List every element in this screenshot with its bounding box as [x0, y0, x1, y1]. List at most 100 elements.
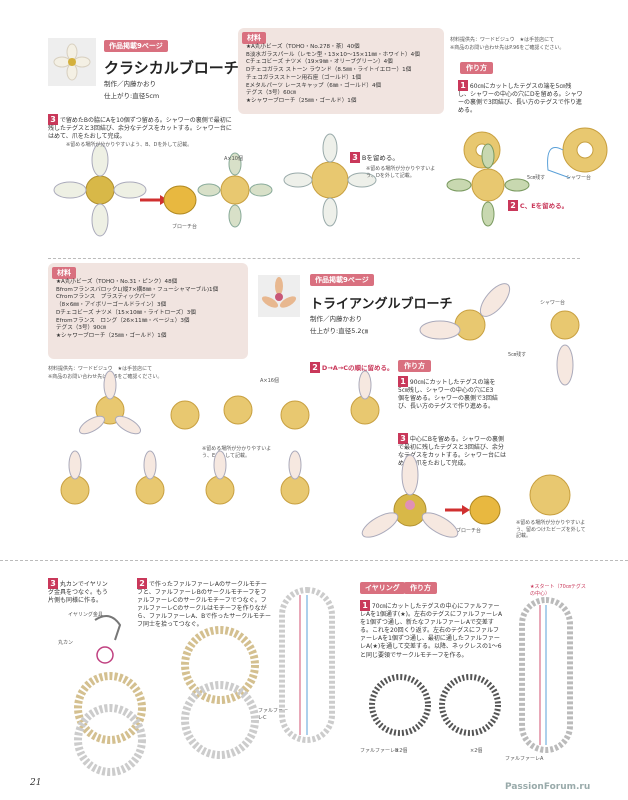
triangle-step-2-text: D→A→Cの順に留める。 — [321, 364, 394, 372]
triangle-step-1: 1 90㎝にカットしたテグスの端を5㎝残し、シャワーの中心の穴にE3個を留める。… — [398, 376, 498, 411]
material-item: ★シャワーブローチ（25㎜・ゴールド）1個 — [56, 333, 167, 340]
classic-step-3a-text: Bを留める。 — [361, 154, 399, 162]
classic-step-1: 1 60㎝にカットしたテグスの端を5㎝残し、シャワーの中心の穴にDを留める。シャ… — [458, 80, 583, 115]
earring-step-2-text: で作ったファルファーレAのサークルモチーフと、ファルファーレBのサークルモチーフ… — [137, 581, 272, 629]
shower-disc — [562, 127, 608, 173]
shower-disc-small — [463, 131, 501, 169]
earring-step-1-text: 70㎝にカットしたテグスの中心にファルファーレAを1個通す(★)。左右のテグスに… — [360, 603, 503, 659]
step-number: 1 — [398, 376, 408, 387]
classic-step-2-text: C、Eを留める。 — [519, 202, 569, 210]
material-item: B淡水ガラスパール（レモン型・13×10〜15×11㎜・ホワイト）4個 — [246, 51, 420, 58]
triangle-brooch-photo-icon — [261, 277, 297, 308]
step-number: 2 — [137, 578, 147, 589]
earring-step-3: 3 丸カンでイヤリング金具をつなぐ。もう片側も同様に作る。 — [48, 578, 108, 605]
label-brooch-base: ブローチ台 — [172, 224, 198, 230]
section-divider — [48, 258, 580, 259]
material-item: BfromフランスバロックL(縦7×横8㎜・フューシャマーブル)1個 — [56, 286, 219, 293]
classic-materials-box: 材料 ★A丸小ビーズ（TOHO・No.278・茶）40個 B淡水ガラスパール（レ… — [238, 28, 444, 114]
bead-c — [481, 201, 495, 227]
classic-finished-center — [85, 175, 115, 205]
earring-step-1: 1 70㎝にカットしたテグスの中心にファルファーレAを1個通す(★)。左右のテグ… — [360, 600, 505, 660]
classic-credit: 制作／内藤かおり — [104, 80, 156, 88]
classic-brooch-photo-icon — [53, 43, 91, 81]
material-item: Eメタルパーツ レースキャップ（6㎜・ゴールド）4個 — [246, 82, 382, 89]
classic-step-1-text: 60㎝にカットしたテグスの端を5㎝残し、シャワーの中心の穴にDを留める。シャワー… — [458, 83, 583, 115]
section-divider-2 — [0, 560, 628, 561]
triangle-supply-note: 材料提供先：ワードビジュウ ★は手芸店にて — [48, 366, 153, 372]
triangle-step-3-text: 中心にBを留める。シャワーの裏側で最初に残したテグスと3回結び、余分なテグスをカ… — [398, 436, 507, 468]
classic-size: 仕上がり:直径5cm — [104, 92, 160, 100]
triangle-step-3: 3 中心にBを留める。シャワーの裏側で最初に残したテグスと3回結び、余分なテグス… — [398, 433, 508, 468]
label-x2-a: ×2個 — [395, 748, 408, 754]
label-shower-2: シャワー台 — [540, 300, 566, 306]
material-item: Dチェコビーズ ナツメ（15×10㎜・ライトローズ）3個 — [56, 309, 196, 316]
classic-materials-tag: 材料 — [242, 32, 266, 44]
step-number: 2 — [508, 200, 518, 211]
material-item: テグス（3号）60㎝ — [246, 90, 296, 97]
earring-howto-tag: 作り方 — [404, 582, 437, 594]
material-item: Dチェコガラス ストーン ラウンド（8.5㎜・ライトイエロー）1個 — [246, 67, 412, 74]
label-brooch-base-2: ブローチ台 — [456, 528, 482, 534]
brooch-base — [163, 185, 197, 215]
triangle-step-3-note: ※留める場所が分かりやすいよう、留めつけたビーズを外して記載。 — [516, 520, 586, 539]
classic-photo — [48, 38, 96, 86]
classic-howto-tag: 作り方 — [460, 62, 493, 74]
earring-tag: イヤリング — [360, 582, 405, 594]
watermark: PassionForum.ru — [505, 782, 591, 792]
triangle-step-note: ※留める場所が分かりやすいよう、Eを外して記載。 — [202, 446, 272, 459]
triangle-step-1-text: 90㎝にカットしたテグスの端を5㎝残し、シャワーの中心の穴にE3個を留める。シャ… — [398, 379, 498, 411]
triangle-size: 仕上がり:直径5.2㎝ — [310, 327, 369, 335]
material-item: （8×6㎜・アイボリーゴールドライン）3個 — [56, 302, 167, 309]
material-item: テグス（3号）90㎝ — [56, 325, 106, 332]
classic-step-3b: 3 で留めたBの脇にAを10個ずつ留める。シャワーの裏側で最初に残したテグスと3… — [48, 114, 233, 141]
label-a10: A×10個 — [224, 156, 243, 162]
classic-materials-list: ★A丸小ビーズ（TOHO・No.278・茶）40個 B淡水ガラスパール（レモン型… — [246, 44, 442, 106]
triangle-supply-note-2: ※商品のお問い合わせ先はP.96をご確認ください。 — [48, 374, 163, 380]
step-number: 3 — [48, 578, 58, 589]
bead-b — [322, 197, 338, 227]
triangle-step-2: 2 D→A→Cの順に留める。 — [310, 362, 394, 373]
stone-d — [576, 141, 594, 159]
step-number: 3 — [48, 114, 58, 125]
classic-step-3a-note: ※留める場所が分かりやすいよう、Dを外して記載。 — [366, 166, 436, 179]
step-number: 1 — [360, 600, 370, 611]
label-jump-ring: 丸カン — [58, 640, 74, 646]
classic-ref-tag: 作品掲載9ページ — [104, 40, 168, 52]
classic-step-3a: 3 Bを留める。 — [350, 152, 399, 163]
bead-c — [446, 178, 472, 192]
label-farfalle-c: ファルファーレC — [258, 708, 289, 721]
classic-step-3b-note: ※留める場所が分かりやすいよう、B、Dを外して記載。 — [66, 142, 193, 148]
bead-b — [322, 133, 338, 163]
triangle-materials-list: ★A丸小ビーズ（TOHO・No.31・ピンク）48個 Bfromフランスバロック… — [56, 279, 246, 341]
label-tail-2: 5㎝残す — [508, 352, 527, 358]
classic-title: クラシカルブローチ — [104, 59, 239, 77]
triangle-materials-tag: 材料 — [52, 267, 76, 279]
bead-b — [283, 172, 313, 188]
classic-step3-center — [311, 161, 349, 199]
label-x2-b: ×2個 — [470, 748, 483, 754]
triangle-howto-tag: 作り方 — [398, 360, 431, 372]
label-tail: 5㎝残す — [527, 175, 546, 181]
classic-supply-note-2: ※商品のお問い合わせ先はP.96をご確認ください。 — [450, 45, 565, 51]
page-number: 21 — [30, 778, 42, 788]
material-item: Cチェコビーズ ナツメ（19×9㎜・オリーブグリーン）4個 — [246, 59, 393, 66]
label-a16: A×16個 — [260, 378, 279, 384]
material-item: Efromフランス ロング（26×11㎜・ベージュ）3個 — [56, 317, 190, 324]
label-start: ★スタート（70㎝テグスの中心） — [530, 584, 586, 597]
step-number: 1 — [458, 80, 468, 91]
triangle-materials-box: 材料 ★A丸小ビーズ（TOHO・No.31・ピンク）48個 Bfromフランスバ… — [48, 263, 248, 359]
label-farfalle-a: ファルファーレA — [505, 756, 544, 762]
classic-step-2: 2 C、Eを留める。 — [508, 200, 568, 211]
bead-c — [481, 143, 495, 169]
triangle-credit: 制作／内藤かおり — [310, 315, 362, 323]
step-number: 2 — [310, 362, 320, 373]
label-earring-hook: イヤリング金具 — [68, 612, 103, 618]
classic-supply-note: 材料提供先：ワードビジュウ ★は手芸店にて — [450, 37, 555, 43]
step-number: 3 — [398, 433, 408, 444]
material-item: ★シャワーブローチ（25㎜・ゴールド）1個 — [246, 98, 357, 105]
step-number: 3 — [350, 152, 360, 163]
material-item: Cfromフランス プラスティックパーツ — [56, 294, 156, 301]
triangle-title: トライアングルブローチ — [310, 297, 453, 312]
material-item: ★A丸小ビーズ（TOHO・No.31・ピンク）48個 — [56, 279, 178, 285]
triangle-ref-tag: 作品掲載9ページ — [310, 274, 374, 286]
